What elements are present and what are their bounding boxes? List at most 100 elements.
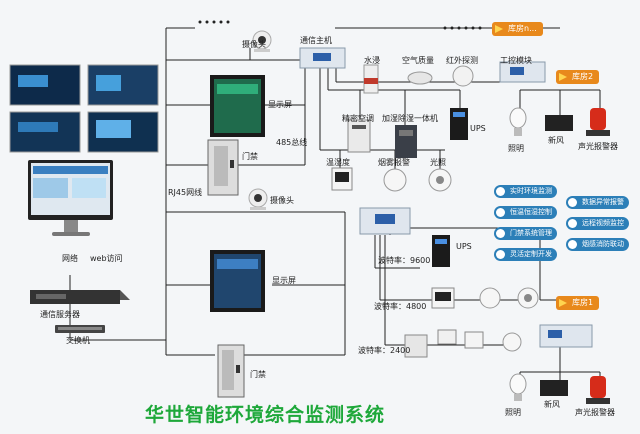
fresh-air-bottom-icon bbox=[540, 380, 568, 396]
ctrl-module-icon bbox=[499, 61, 546, 83]
precision-ac-icon bbox=[347, 119, 371, 153]
room-tag-2: 库房2 bbox=[556, 70, 600, 84]
room-tag-1-label: 库房1 bbox=[572, 298, 594, 307]
feature-data-alarm: 数据异常报警 bbox=[566, 196, 629, 209]
feature-label: 数据异常报警 bbox=[582, 198, 624, 206]
feature-realtime-monitor: 实时环境监测 bbox=[494, 185, 557, 198]
humidifier-icon bbox=[395, 125, 417, 158]
water-sensor-icon bbox=[363, 64, 379, 94]
display-top-label: 显示屏 bbox=[268, 100, 292, 109]
lighting-top-icon bbox=[509, 107, 527, 136]
light-top-icon bbox=[428, 168, 452, 192]
network-label: 网络 bbox=[62, 254, 78, 263]
feature-smoke-linkage: 烟感消防联动 bbox=[566, 238, 629, 251]
feature-icon bbox=[496, 208, 505, 217]
feature-remote-video: 远程视频监控 bbox=[566, 217, 629, 230]
feature-icon bbox=[568, 219, 577, 228]
switch-icon bbox=[55, 325, 105, 333]
baud-2400-label: 波特率：2400 bbox=[358, 346, 411, 355]
alarm-top-icon bbox=[586, 108, 610, 136]
ups-bottom-icon bbox=[432, 235, 450, 267]
bus485-label: 485总线 bbox=[276, 138, 308, 147]
ctrl-module-label: 工控模块 bbox=[500, 56, 532, 65]
rj45-label: RJ45网线 bbox=[168, 188, 203, 197]
feature-custom-dev: 灵活定制开发 bbox=[494, 248, 557, 261]
temp-hum-top-label: 温湿度 bbox=[326, 158, 350, 167]
ups-bottom-label: UPS bbox=[456, 242, 472, 251]
display-bottom-icon bbox=[210, 250, 265, 312]
feature-icon bbox=[496, 187, 505, 196]
room-tag-n: 库房n... bbox=[492, 22, 543, 36]
comm-server-label: 通信服务器 bbox=[40, 310, 80, 319]
camera-top-icon bbox=[252, 30, 272, 52]
feature-access-mgmt: 门禁系统管理 bbox=[494, 227, 557, 240]
precision-ac-label: 精密空调 bbox=[342, 114, 374, 123]
fresh-air-bottom-label: 新风 bbox=[544, 400, 560, 409]
feature-label: 烟感消防联动 bbox=[582, 240, 624, 248]
access-top-icon bbox=[207, 139, 239, 196]
feature-label: 灵活定制开发 bbox=[510, 250, 552, 258]
fresh-air-top-label: 新风 bbox=[548, 136, 564, 145]
comm-host-bottom-icon bbox=[359, 207, 411, 235]
feature-icon bbox=[496, 229, 505, 238]
feature-climate-control: 恒温恒湿控制 bbox=[494, 206, 557, 219]
arrow-icon bbox=[559, 299, 567, 307]
feature-label: 实时环境监测 bbox=[510, 187, 552, 195]
display-bottom-label: 显示屏 bbox=[272, 276, 296, 285]
sensor-row-bottom-icons bbox=[404, 329, 522, 358]
switch-label: 交换机 bbox=[66, 336, 90, 345]
feature-label: 恒温恒湿控制 bbox=[510, 208, 552, 216]
camera-mid-icon bbox=[248, 188, 268, 210]
feature-label: 远程视频监控 bbox=[582, 219, 624, 227]
light-top-label: 光照 bbox=[430, 158, 446, 167]
room-tag-1: 库房1 bbox=[556, 296, 600, 310]
dot-markers bbox=[198, 20, 482, 30]
feature-icon bbox=[496, 250, 505, 259]
alarm-top-label: 声光报警器 bbox=[578, 142, 618, 151]
ctrl-module-bottom-icon bbox=[539, 324, 593, 348]
air-quality-label: 空气质量 bbox=[402, 56, 434, 65]
fresh-air-top-icon bbox=[545, 115, 573, 131]
page-title: 华世智能环境综合监测系统 bbox=[145, 404, 386, 426]
room-tag-2-label: 库房2 bbox=[572, 72, 594, 81]
ir-detector-icon bbox=[452, 65, 474, 87]
feature-icon bbox=[568, 198, 577, 207]
alarm-bottom-icon bbox=[586, 376, 610, 404]
comm-server-icon bbox=[30, 290, 130, 304]
smoke-top-icon bbox=[383, 168, 407, 192]
feature-label: 门禁系统管理 bbox=[510, 229, 552, 237]
water-label: 水浸 bbox=[364, 56, 380, 65]
camera-top-label: 摄像头 bbox=[242, 40, 266, 49]
light-bottom-icon bbox=[517, 287, 539, 309]
baud-9600-label: 波特率：9600 bbox=[378, 256, 431, 265]
display-top-icon bbox=[210, 75, 265, 137]
ir-label: 红外探测 bbox=[446, 56, 478, 65]
web-access-label: web访问 bbox=[90, 254, 123, 263]
smoke-top-label: 烟雾报警 bbox=[378, 158, 410, 167]
arrow-icon bbox=[495, 25, 503, 33]
humidifier-label: 加湿除湿一体机 bbox=[382, 114, 438, 123]
smoke-bottom-icon bbox=[479, 287, 501, 309]
access-top-label: 门禁 bbox=[242, 152, 258, 161]
lighting-bottom-icon bbox=[509, 373, 527, 401]
comm-host-label: 通信主机 bbox=[300, 36, 332, 45]
access-bottom-label: 门禁 bbox=[250, 370, 266, 379]
room-tag-n-label: 库房n... bbox=[508, 24, 537, 33]
camera-mid-label: 摄像头 bbox=[270, 196, 294, 205]
dashboard-screens bbox=[9, 64, 159, 153]
temp-hum-bottom-icon bbox=[431, 287, 455, 309]
ups-top-label: UPS bbox=[470, 124, 486, 133]
monitor-icon bbox=[28, 160, 113, 236]
alarm-bottom-label: 声光报警器 bbox=[575, 408, 615, 417]
ups-top-icon bbox=[450, 108, 468, 140]
lighting-bottom-label: 照明 bbox=[505, 408, 521, 417]
access-bottom-icon bbox=[217, 344, 245, 398]
arrow-icon bbox=[559, 73, 567, 81]
baud-4800-label: 波特率：4800 bbox=[374, 302, 427, 311]
temp-hum-top-icon bbox=[331, 167, 353, 191]
air-quality-icon bbox=[407, 71, 433, 85]
feature-icon bbox=[568, 240, 577, 249]
comm-host-top-icon bbox=[299, 47, 346, 69]
lighting-top-label: 照明 bbox=[508, 144, 524, 153]
